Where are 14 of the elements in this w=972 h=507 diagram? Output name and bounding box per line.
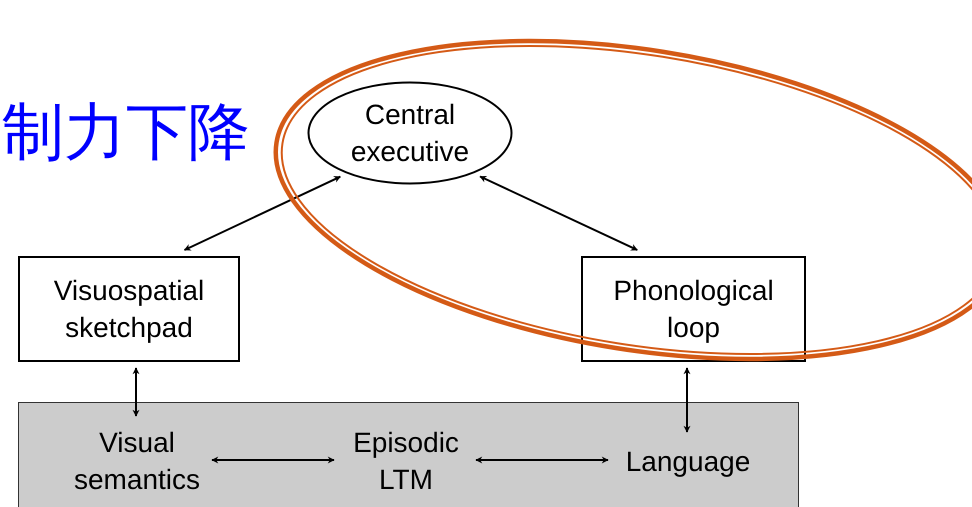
memory-label: Episodic LTM: [341, 423, 471, 499]
double-arrow: [132, 367, 140, 417]
double-arrow: [211, 456, 335, 464]
memory-band: [18, 402, 799, 507]
component-box: Phonological loop: [581, 256, 806, 362]
double-arrow: [475, 456, 609, 464]
component-box: Visuospatial sketchpad: [18, 256, 240, 362]
executive-ellipse: Central executive: [307, 81, 513, 185]
memory-label: Language: [615, 439, 761, 483]
double-arrow: [479, 176, 638, 251]
memory-label: Visual semantics: [67, 423, 207, 499]
double-arrow: [184, 176, 341, 251]
double-arrow: [684, 367, 690, 433]
heading: 制力下降: [2, 96, 250, 168]
